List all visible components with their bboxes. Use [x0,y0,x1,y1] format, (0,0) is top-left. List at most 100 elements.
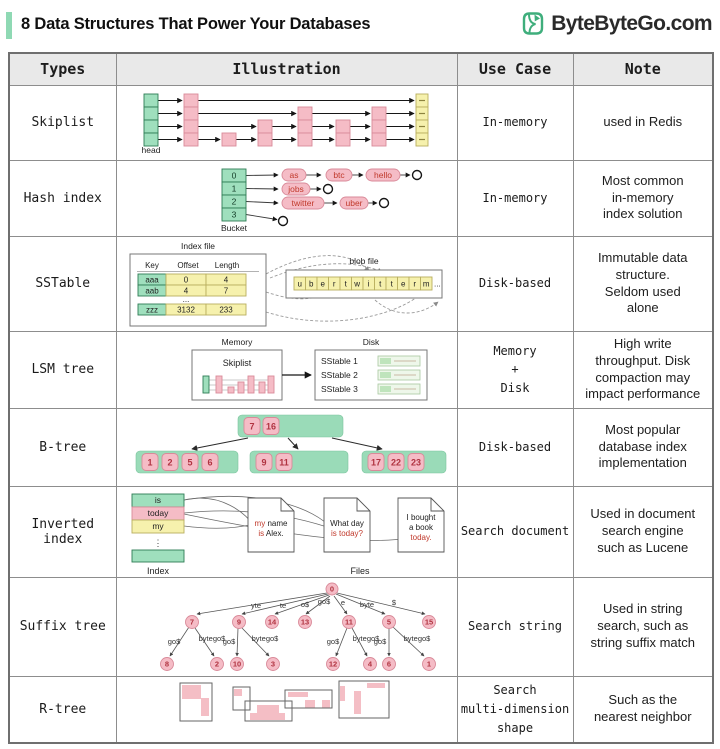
title-accent-bar [6,12,12,39]
data-structures-table: Types Illustration Use Case Note Skiplis… [8,52,714,744]
type-btree: B-tree [8,407,117,487]
edge-te: te [279,601,285,610]
sstable-illustration-cell: Index file Key Offset Length aaa 0 4 [115,235,458,332]
doc3-line2: a book [408,523,433,532]
doc1-text: name [265,519,288,528]
node-15: 15 [424,617,432,626]
blob-letter: w [353,279,360,288]
skiplist-nodes [183,93,386,146]
hash-word-hello: hello [374,170,392,180]
note-lsm-tree: High write throughput. Disk compaction m… [572,330,714,409]
index-col-key: Key [145,261,159,270]
btree-root-key-16: 16 [265,422,275,432]
edge-go$-11: go$ [326,637,339,646]
blob-letter: r [413,279,416,288]
bucket-slot-2: 2 [231,197,236,207]
suffix-tree-nodes: 0 7 9 14 13 11 5 15 8 2 10 3 12 4 [159,582,436,671]
leaf-4: 4 [367,659,372,668]
sstable-2-label: SStable 2 [321,370,358,380]
sstable-length-4: 4 [223,275,228,284]
hash-word-uber: uber [345,198,362,208]
index-table-header: Key Offset Length [136,261,259,272]
edge-go$: go$ [317,597,330,606]
row-suffix-tree: Suffix tree yte te o$ go$ e byte [8,576,714,677]
row-lsm-tree: LSM tree Memory Disk Skiplist SStable 1 … [8,330,714,409]
document-pages [247,497,444,552]
blob-letter: m [422,279,429,288]
edge-dollar: $ [391,598,396,607]
edge-bytego$-9: bytego$ [251,634,279,643]
suffix-edge-labels: yte te o$ go$ e byte $ go$ bytego$ go$ b… [167,597,430,646]
btree-diagram: 7 16 1 2 5 6 [135,414,446,474]
term-is: is [154,495,160,505]
inverted-index-terms: is today my ⋮ [131,493,184,562]
edge-yte: yte [250,601,260,610]
btree-key-2: 2 [167,458,172,468]
hash-index-diagram: 0 1 2 3 as btc hello jobs twitt [221,168,422,233]
type-lsm-tree: LSM tree [8,330,117,409]
page-title: 8 Data Structures That Power Your Databa… [21,15,371,33]
svg-text:is Alex.: is Alex. [258,529,283,538]
index-col-length: Length [214,261,238,270]
btree-key-5: 5 [187,458,192,468]
edge-e: e [340,598,344,607]
blob-letter: u [297,279,301,288]
skiplist-tail-node [415,93,428,146]
hash-index-illustration-cell: 0 1 2 3 as btc hello jobs twitt [115,159,458,237]
edge-go$-9: go$ [222,637,235,646]
index-label: Index [146,566,169,576]
sstable-offset-4: 4 [183,286,188,295]
suffix-tree-illustration-cell: yte te o$ go$ e byte $ go$ bytego$ go$ b… [115,576,458,677]
row-inverted-index: Inverted index is today my [8,485,714,578]
sstable-file-icons [377,355,420,394]
disk-label: Disk [362,337,379,347]
type-inverted-index: Inverted index [8,485,117,578]
btree-key-6: 6 [207,458,212,468]
btree-root-key-7: 7 [249,422,254,432]
blob-letter: t [344,279,347,288]
type-suffix-tree: Suffix tree [8,576,117,677]
memory-label: Memory [221,337,252,347]
use-case-sstable: Disk-based [456,235,574,332]
skiplist-diagram: head [141,93,428,155]
leaf-6: 6 [386,659,390,668]
btree-key-17: 17 [370,458,380,468]
bucket-slot-0: 0 [231,171,236,181]
hash-word-as: as [289,170,298,180]
inverted-index-diagram: is today my ⋮ Index my name is Alex. [131,493,444,576]
blob-letter: i [367,279,369,288]
node-14: 14 [267,617,276,626]
bytebytego-bird-icon [522,12,544,35]
brand-name: ByteByteGo.com [551,11,712,35]
note-sstable: Immutable data structure. Seldom used al… [572,235,714,332]
bucket-slot-1: 1 [231,184,236,194]
blob-file-label: blob file [349,256,379,266]
sstable-3-label: SStable 3 [321,384,358,394]
leaf-8: 8 [164,659,168,668]
blob-cells: u b e r t w i t t e r m ... [293,276,440,290]
brand-logo: ByteByteGo.com [520,10,713,37]
use-case-btree: Disk-based [456,407,574,487]
use-case-rtree: Search multi-dimension shape [456,675,574,744]
btree-illustration-cell: 7 16 1 2 5 6 [115,407,458,487]
btree-middle-child: 9 11 [249,450,348,474]
btree-key-1: 1 [147,458,152,468]
col-header-note: Note [572,52,714,86]
skiplist-head-node [143,93,158,146]
row-rtree: R-tree Search multi-dimens [8,675,714,744]
node-9: 9 [236,617,240,626]
btree-key-11: 11 [279,458,289,468]
rtree-data-rects [181,683,385,721]
sstable-key-zzz: zzz [146,305,158,314]
files-label: Files [350,566,370,576]
hash-word-btc: btc [333,170,345,180]
index-col-offset: Offset [177,261,199,270]
sstable-key-aaa: aaa [145,275,159,284]
note-rtree: Such as the nearest neighbor [572,675,714,744]
inverted-index-links [183,495,408,541]
doc2-line1: What day [330,519,364,528]
hash-chain-pills: as btc hello jobs twitter uber [281,168,400,210]
use-case-suffix-tree: Search string [456,576,574,677]
btree-key-9: 9 [261,458,266,468]
use-case-skiplist: In-memory [456,84,574,161]
